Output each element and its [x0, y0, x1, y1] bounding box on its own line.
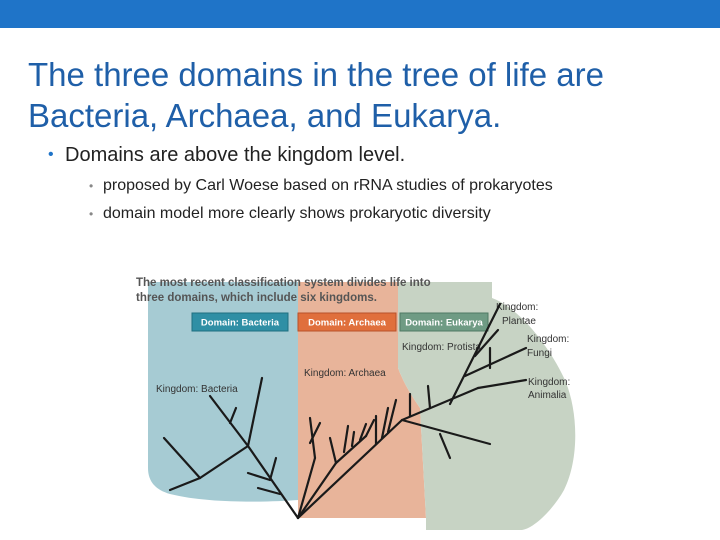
- title-line-1: The three domains in the tree of life ar…: [28, 56, 604, 93]
- tree-of-life-figure: The most recent classification system di…: [130, 268, 582, 534]
- kingdom-bacteria-label: Kingdom: Bacteria: [156, 384, 238, 395]
- kingdom-protista-label: Kingdom: Protista: [402, 342, 481, 353]
- domain-archaea-box: [297, 312, 397, 332]
- sub-bullet-dot-icon: •: [89, 207, 94, 221]
- kingdom-plantae-label: Kingdom:: [496, 302, 538, 313]
- eukarya-region: [398, 282, 576, 530]
- tree-diagram: The most recent classification system di…: [136, 277, 576, 530]
- figure-caption-line-1: The most recent classification system di…: [136, 277, 431, 289]
- bacteria-region: [148, 282, 298, 502]
- bullet-text: Domains are above the kingdom level.: [65, 144, 406, 166]
- domain-bacteria-box: [191, 312, 289, 332]
- kingdom-fungi-name: Fungi: [527, 348, 552, 359]
- sub-bullet-text: domain model more clearly shows prokaryo…: [103, 205, 491, 222]
- sub-bullet-dot-icon: •: [89, 179, 94, 193]
- bullet-list: • Domains are above the kingdom level. •…: [48, 142, 553, 228]
- sub-bullet-text: proposed by Carl Woese based on rRNA stu…: [103, 177, 553, 194]
- sub-bullet-woese: • proposed by Carl Woese based on rRNA s…: [65, 172, 553, 200]
- sub-bullet-diversity: • domain model more clearly shows prokar…: [65, 200, 553, 228]
- kingdom-archaea-label: Kingdom: Archaea: [304, 368, 386, 379]
- sub-bullet-list: • proposed by Carl Woese based on rRNA s…: [65, 172, 553, 228]
- title-line-2: Bacteria, Archaea, and Eukarya.: [28, 97, 502, 134]
- kingdom-animalia-label: Kingdom:: [528, 377, 570, 388]
- kingdom-fungi-label: Kingdom:: [527, 334, 569, 345]
- figure-caption-line-2: three domains, which include six kingdom…: [136, 292, 377, 304]
- slide-title: The three domains in the tree of life ar…: [28, 54, 708, 136]
- archaea-region: [298, 282, 426, 518]
- domain-eukarya-box: [399, 312, 489, 332]
- bullet-domains: • Domains are above the kingdom level. •…: [48, 142, 553, 228]
- domain-archaea-label: Domain: Archaea: [308, 318, 386, 329]
- tree-branches: [162, 302, 528, 520]
- top-bar: [0, 0, 720, 28]
- kingdom-animalia-name: Animalia: [528, 390, 567, 401]
- kingdom-plantae-name: Plantae: [502, 316, 536, 327]
- domain-bacteria-label: Domain: Bacteria: [201, 318, 280, 329]
- bullet-dot-icon: •: [48, 146, 54, 163]
- domain-eukarya-label: Domain: Eukarya: [405, 318, 483, 329]
